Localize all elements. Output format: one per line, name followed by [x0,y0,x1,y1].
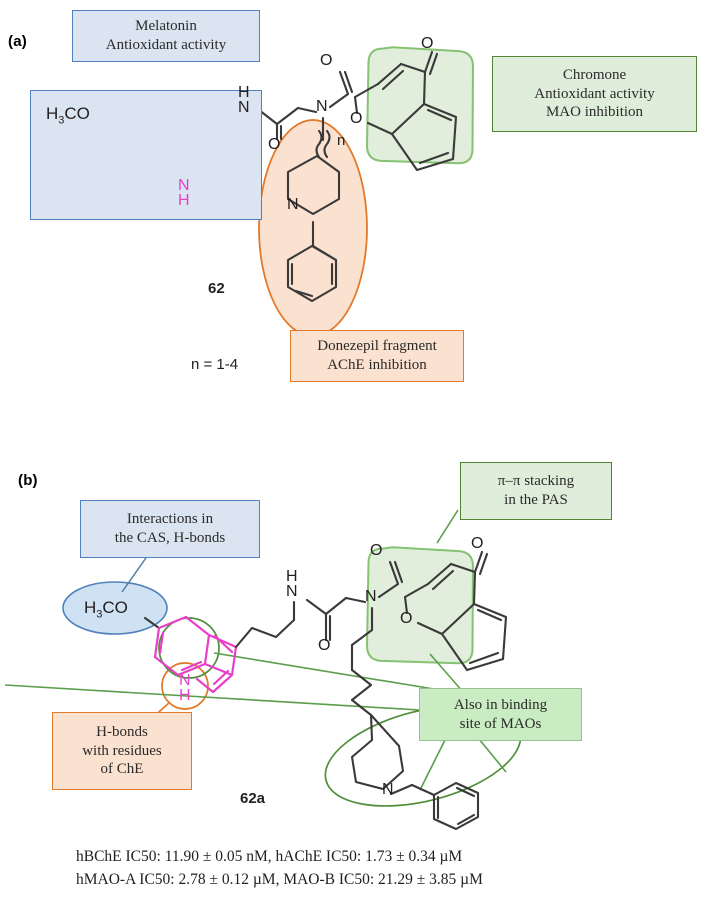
callout-donezepil-line-2: AChE inhibition [327,357,427,373]
methoxy-label-b: H3CO [84,598,128,621]
activity-line-1: hBChE IC50: 11.90 ± 0.05 nM, hAChE IC50:… [76,848,463,865]
panel-a-letter: (a) [8,33,27,50]
indole-nh-n-b: N [179,672,191,689]
callout-chromone-line-3: MAO inhibition [545,104,644,121]
piperidine-benzyl-a [286,154,341,303]
piperidine-n-b: N [382,781,394,798]
methoxy-highlight-b [62,554,168,635]
chain-length-note: n = 1-4 [191,356,239,373]
indole-nh-h-a: H [178,192,190,209]
callout-donezepil: Donezepil fragment AChE inhibition [290,330,464,382]
callout-maos-line-1: Also in binding [453,696,548,713]
chromone-keto-o-a: O [421,35,434,52]
chromone-keto-o-b: O [471,535,484,552]
methoxy-label-a: H3CO [46,104,90,127]
chromone-carbonyl-o-b: O [370,542,383,559]
callout-hbonds-line-2: with residues [82,742,162,759]
chromone-a [353,50,458,172]
chain-n-label-a: n [337,132,346,149]
indole-nh-h-b: H [179,687,191,704]
amide-carbonyl-o-a: O [268,136,281,153]
callout-maos-line-2: site of MAOs [459,715,542,732]
callout-cas-line-2: the CAS, H-bonds [114,530,226,546]
callout-chromone: Chromone Antioxidant activity MAO inhibi… [492,56,697,132]
tertiary-n-b: N [365,588,377,605]
piperidine-n-a: N [287,196,299,213]
callout-cas: Interactions in the CAS, H-bonds [80,500,260,558]
indole-nh-n-a: N [178,177,190,194]
chromone-carbonyl-o-a: O [320,52,333,69]
callout-hbonds-line-1: H-bonds [96,723,148,740]
callout-melatonin-line-1: Melatonin [135,18,197,35]
activity-line-2: hMAO-A IC50: 2.78 ± 0.12 µM, MAO-B IC50:… [76,871,483,889]
tertiary-n-a: N [316,98,328,115]
panel-b-letter: (b) [18,472,38,489]
callout-pipi-line-2: in the PAS [504,492,568,508]
amide-nh-n-b: N [286,583,298,600]
chromone-b [403,550,508,672]
callout-hbonds: H-bonds with residues of ChE [52,712,192,790]
amide-carbonyl-o-b: O [318,637,331,654]
callout-cas-line-1: Interactions in [126,511,214,528]
callout-melatonin-line-2: Antioxidant activity [105,37,227,53]
chromone-ring-o-b: O [400,610,413,627]
callout-hbonds-line-3: of ChE [100,761,144,778]
chromone-ring-o-a: O [350,110,363,127]
chromone-highlight-a [366,46,474,165]
amide-chain-b [292,560,404,717]
amide-nh-n-a: N [238,99,250,116]
melatonin-indole-b [143,615,296,694]
callout-maos: Also in binding site of MAOs [419,688,582,741]
callout-chromone-line-1: Chromone [562,66,627,83]
amide-nh-h-a: H [238,84,250,101]
callout-chromone-line-2: Antioxidant activity [534,85,655,102]
callout-donezepil-line-1: Donezepil fragment [317,338,437,355]
callout-pipi: π–π stacking in the PAS [460,462,612,520]
melatonin-region-box-a [30,90,262,220]
amide-nh-h-b: H [286,568,298,585]
activity-values: hBChE IC50: 11.90 ± 0.05 nM, hAChE IC50:… [76,845,483,892]
compound-number-62a: 62a [240,790,266,807]
callout-melatonin: Melatonin Antioxidant activity [72,10,260,62]
callout-pipi-line-1: π–π stacking [497,473,575,490]
compound-number-62: 62 [208,280,225,297]
indole-core-highlight-b [158,617,220,679]
